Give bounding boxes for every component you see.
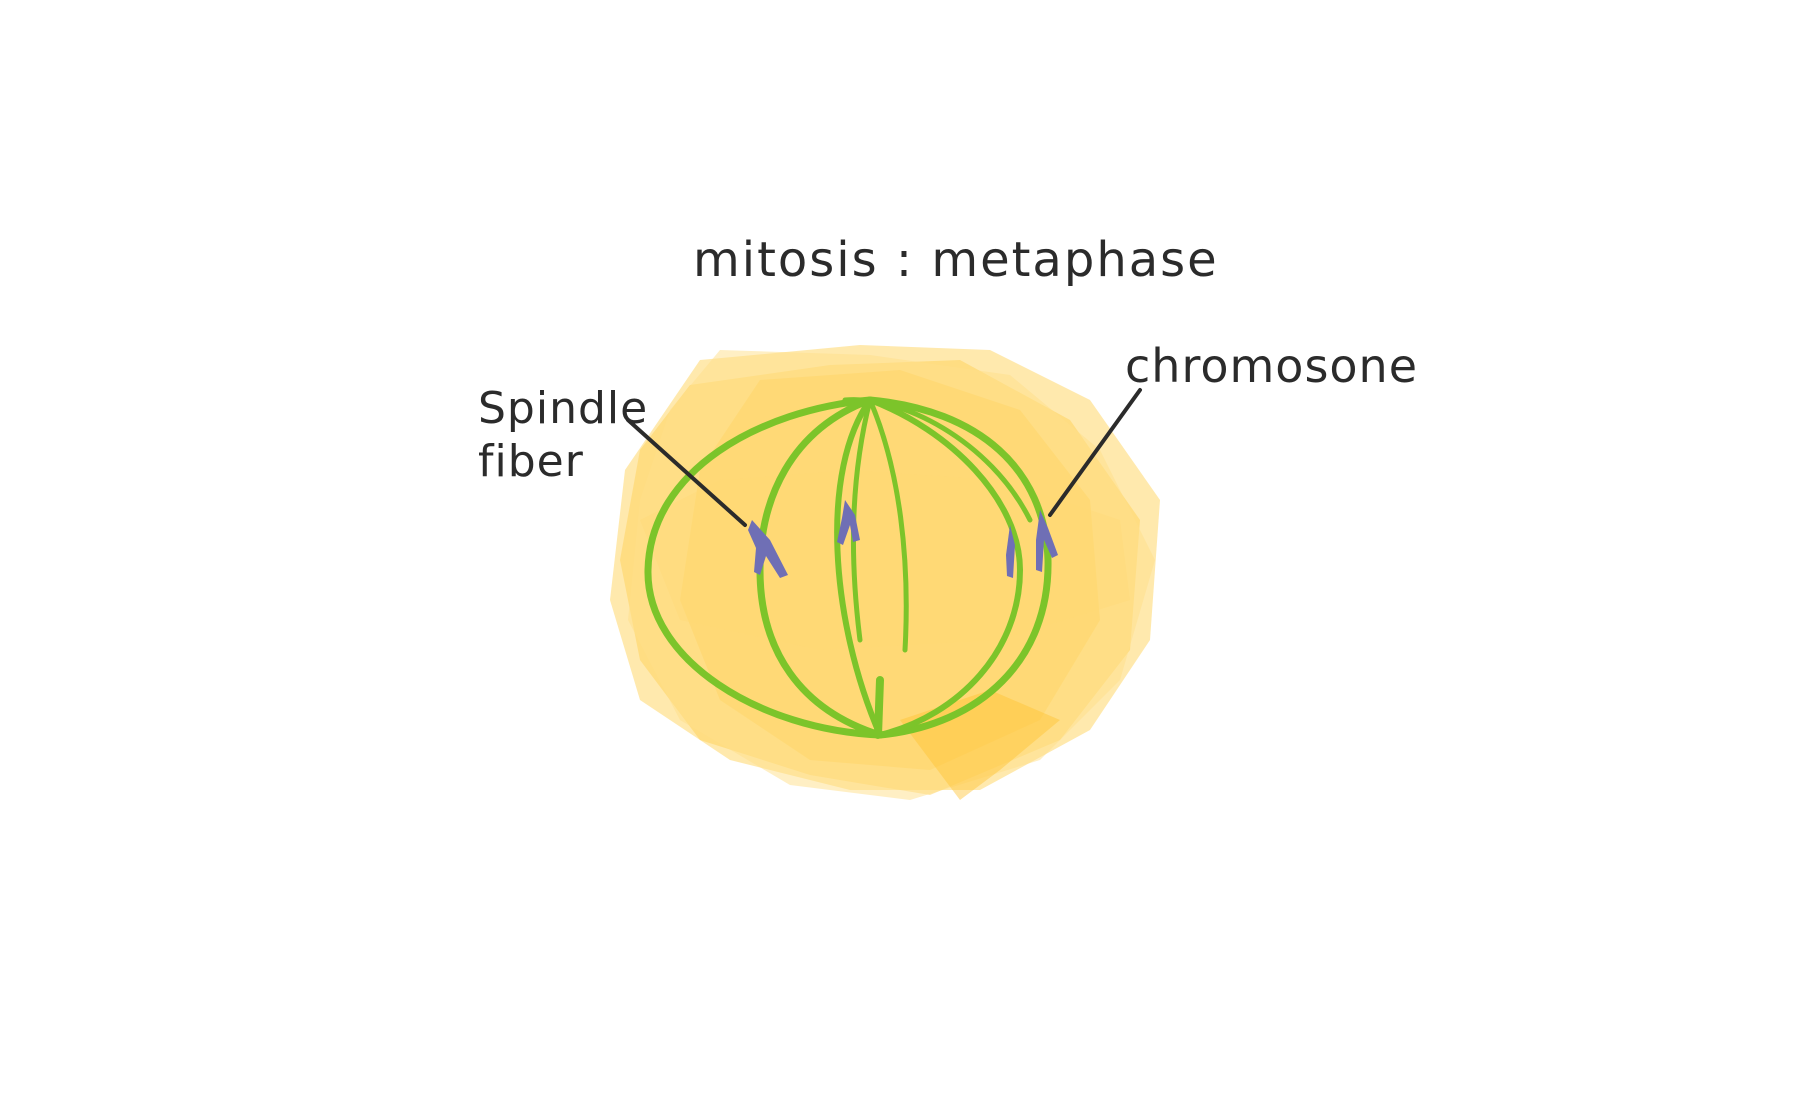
chromosome-center	[837, 500, 860, 545]
spindle-fiber-label-line1: Spindle	[478, 383, 649, 434]
chromosomes	[748, 500, 1058, 578]
chromosome-left	[748, 520, 788, 578]
spindle-fiber	[842, 397, 1033, 523]
chromosome-center-right	[1006, 525, 1015, 578]
leader-lines	[626, 388, 1142, 527]
spindle-fiber	[866, 396, 1052, 739]
chromosome-right	[1036, 510, 1058, 572]
spindle-leader-line	[626, 418, 747, 527]
chromosome-label: chromosone	[1125, 339, 1419, 393]
spindle-fibers	[644, 396, 1052, 739]
spindle-fiber	[867, 397, 1023, 738]
spindle-fiber	[644, 396, 884, 739]
spindle-fiber	[834, 397, 883, 738]
diagram-title: mitosis : metaphase	[693, 232, 1219, 288]
spindle-fiber-label: Spindle fiber	[478, 383, 668, 489]
chromosome-leader-line	[1048, 388, 1142, 517]
spindle-fiber-label-line2: fiber	[478, 435, 584, 487]
spindle-fiber	[867, 397, 909, 653]
spindle-fiber	[874, 676, 884, 739]
cell-layer	[628, 350, 1155, 800]
